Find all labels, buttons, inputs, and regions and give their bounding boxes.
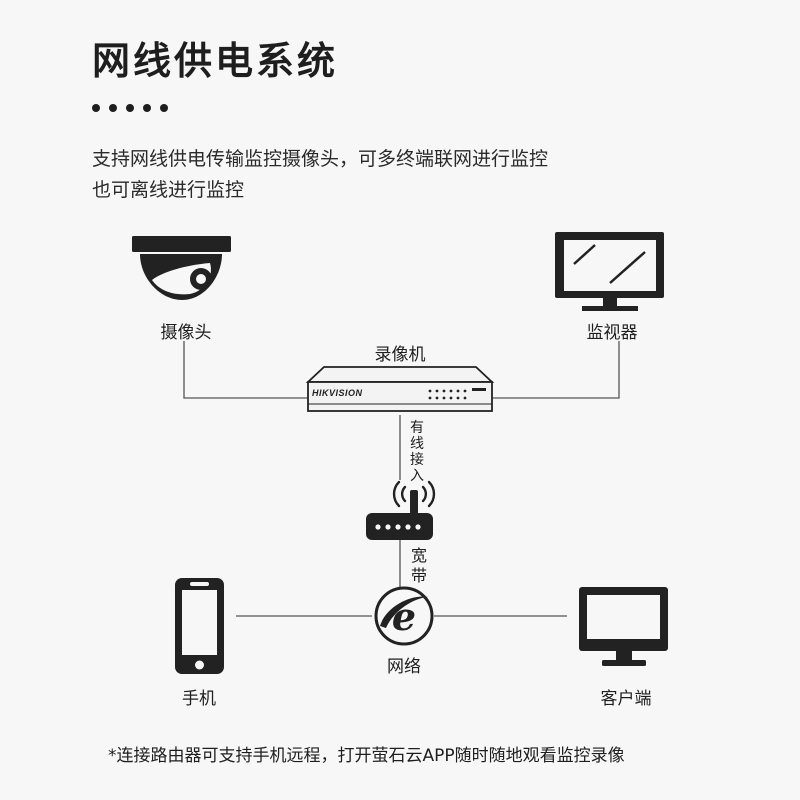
broadband-label: 宽带 xyxy=(410,546,427,585)
decorative-dots xyxy=(92,104,168,112)
description-line-2: 也可离线进行监控 xyxy=(92,179,245,201)
phone-label: 手机 xyxy=(182,689,216,709)
dot xyxy=(160,104,168,112)
router-link-label: 有线接入 xyxy=(410,420,424,484)
camera-to-nvr-line xyxy=(183,341,308,399)
network-e-icon: e xyxy=(374,586,434,646)
page-title: 网线供电系统 xyxy=(92,39,339,83)
connection-lines xyxy=(183,341,620,617)
nvr-icon xyxy=(305,366,495,412)
nvr-label: 录像机 xyxy=(374,345,426,365)
footnote: *连接路由器可支持手机远程，打开萤石云APP随时随地观看监控录像 xyxy=(108,746,625,766)
dot xyxy=(126,104,134,112)
network-label: 网络 xyxy=(387,657,421,677)
monitor-to-nvr-line xyxy=(490,341,620,399)
dot xyxy=(92,104,100,112)
dot xyxy=(109,104,117,112)
description-line-1: 支持网线供电传输监控摄像头，可多终端联网进行监控 xyxy=(92,148,549,170)
desktop-icon xyxy=(579,587,668,666)
monitor-label: 监视器 xyxy=(586,323,638,343)
router-icon xyxy=(366,480,436,540)
nvr-brand-logo: HIKVISION xyxy=(312,388,363,398)
smartphone-icon xyxy=(175,578,224,674)
description: 支持网线供电传输监控摄像头，可多终端联网进行监控 也可离线进行监控 xyxy=(92,144,732,206)
dome-camera-icon xyxy=(132,236,231,300)
camera-label: 摄像头 xyxy=(160,323,212,343)
dot xyxy=(143,104,151,112)
monitor-icon xyxy=(555,232,664,311)
client-label: 客户端 xyxy=(600,689,652,709)
